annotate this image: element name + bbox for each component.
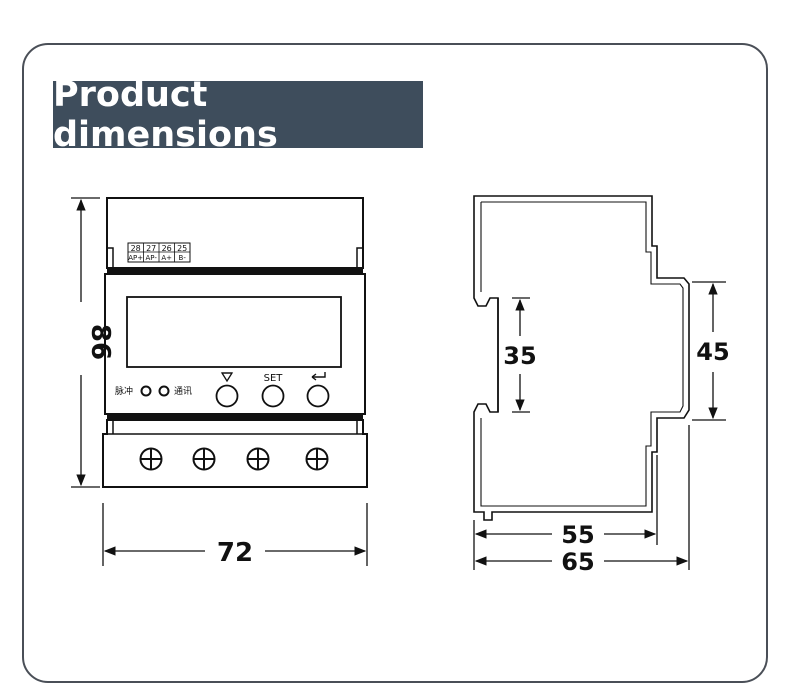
set-button-label: SET	[264, 373, 284, 384]
inner-depth-value: 55	[561, 521, 594, 549]
width-dimension: 72	[102, 503, 368, 568]
terminal-label: A+	[161, 254, 172, 262]
front-view	[102, 197, 368, 488]
right-height-dimension: 45	[692, 281, 730, 421]
terminal-table: 28 27 26 25 AP+ AP- A+ B-	[127, 242, 191, 263]
pulse-led-icon	[140, 385, 152, 397]
comm-indicator-label: 通讯	[174, 386, 192, 397]
terminal-number: 28	[131, 244, 141, 253]
terminal-label: AP+	[128, 254, 143, 262]
triangle-down-icon	[220, 372, 234, 383]
side-view	[473, 195, 690, 521]
inner-height-value: 35	[503, 342, 536, 370]
screw-icon	[192, 447, 216, 471]
set-button	[261, 384, 285, 408]
terminal-label: B-	[179, 254, 187, 262]
total-depth-value: 65	[561, 548, 594, 576]
front-main-body	[104, 273, 366, 415]
height-dimension: 86	[71, 197, 115, 488]
down-button	[215, 384, 239, 408]
terminal-number: 25	[177, 244, 187, 253]
enter-button	[306, 384, 330, 408]
front-divider-bottom	[107, 414, 363, 420]
screw-icon	[246, 447, 270, 471]
dimension-drawing: 28 27 26 25 AP+ AP- A+ B- 脉冲 通讯 SET	[71, 195, 730, 576]
side-outer-contour	[473, 195, 690, 521]
enter-arrow-icon	[312, 372, 326, 378]
right-height-value: 45	[696, 338, 729, 366]
terminal-number: 26	[162, 244, 172, 253]
pulse-indicator-label: 脉冲	[115, 385, 133, 397]
screw-icon	[139, 447, 163, 471]
lcd-display	[126, 296, 342, 368]
content-card	[22, 43, 768, 683]
terminal-number: 27	[146, 244, 156, 253]
terminal-screws	[139, 447, 329, 471]
indicator-row: 脉冲 通讯	[115, 385, 192, 397]
inner-height-dimension: 35	[503, 297, 537, 413]
comm-led-icon	[158, 385, 170, 397]
front-divider-top	[107, 268, 363, 274]
button-row: SET	[215, 372, 330, 408]
terminal-label: AP-	[146, 254, 158, 262]
title-banner: Product dimensions	[53, 74, 423, 155]
front-bottom-section	[102, 419, 368, 488]
screw-icon	[305, 447, 329, 471]
page-title: Product dimensions	[53, 74, 278, 155]
depth-dimensions: 55 65	[473, 425, 690, 576]
width-value: 72	[217, 538, 253, 568]
height-value: 86	[85, 324, 115, 360]
